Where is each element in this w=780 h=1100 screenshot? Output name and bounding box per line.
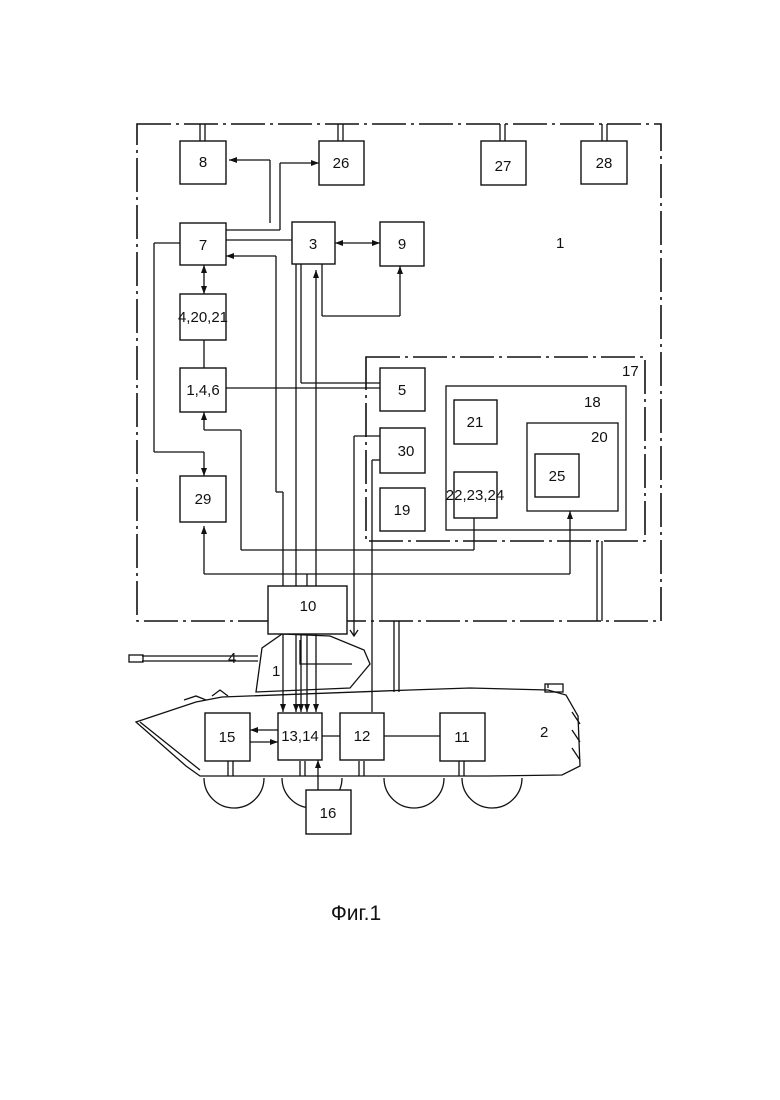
block-30-label: 30 — [398, 443, 415, 460]
frame-17-label: 17 — [622, 363, 639, 380]
block-8-label: 8 — [199, 154, 207, 171]
block-28-label: 28 — [596, 155, 613, 172]
vehicle-2-label: 2 — [540, 724, 548, 741]
block-15: 15 — [205, 713, 250, 761]
block-22-23-24: 22,23,24 — [446, 472, 504, 518]
block-5-label: 5 — [398, 382, 406, 399]
block-19: 19 — [380, 488, 425, 531]
block-27: 27 — [481, 141, 526, 185]
block-8: 8 — [180, 141, 226, 184]
block-29: 29 — [180, 476, 226, 522]
block-10-label: 10 — [300, 598, 317, 615]
block-26-label: 26 — [333, 155, 350, 172]
block-29-label: 29 — [195, 491, 212, 508]
frame-1-label: 1 — [556, 235, 564, 252]
block-11-label: 11 — [454, 729, 470, 746]
block-30: 30 — [380, 428, 425, 473]
block-9: 9 — [380, 222, 424, 266]
block-7-label: 7 — [199, 237, 207, 254]
block-12: 12 — [340, 713, 384, 760]
block-16-label: 16 — [320, 805, 337, 822]
block-5: 5 — [380, 368, 425, 411]
block-28: 28 — [581, 141, 627, 184]
gun-4-label: 4 — [228, 650, 236, 667]
turret-1-label: 1 — [272, 663, 280, 680]
figure-caption: Фиг.1 — [331, 902, 381, 925]
block-3: 3 — [292, 222, 335, 264]
block-25-label: 25 — [549, 468, 566, 485]
block-25: 25 — [535, 454, 579, 497]
block-1-4-6-label: 1,4,6 — [186, 382, 219, 399]
block-4-20-21-label: 4,20,21 — [178, 309, 228, 326]
block-3-label: 3 — [309, 236, 317, 253]
frame-18-label: 18 — [584, 394, 601, 411]
block-19-label: 19 — [394, 502, 411, 519]
block-15-label: 15 — [219, 729, 236, 746]
block-21: 21 — [454, 400, 497, 444]
block-13-14: 13,14 — [278, 713, 322, 760]
top-connectors — [200, 124, 607, 141]
block-16: 16 — [306, 790, 351, 834]
block-4-20-21: 4,20,21 — [178, 294, 228, 340]
block-11: 11 — [440, 713, 485, 761]
block-22-23-24-label: 22,23,24 — [446, 487, 504, 504]
block-27-label: 27 — [495, 158, 512, 175]
block-9-label: 9 — [398, 236, 406, 253]
block-12-label: 12 — [354, 728, 371, 745]
block-26: 26 — [319, 141, 364, 185]
block-13-14-label: 13,14 — [281, 728, 319, 745]
block-1-4-6: 1,4,6 — [180, 368, 226, 412]
block-10: 10 — [268, 586, 347, 634]
block-7: 7 — [180, 223, 226, 265]
block-21-label: 21 — [467, 414, 484, 431]
frame-20-label: 20 — [591, 429, 608, 446]
